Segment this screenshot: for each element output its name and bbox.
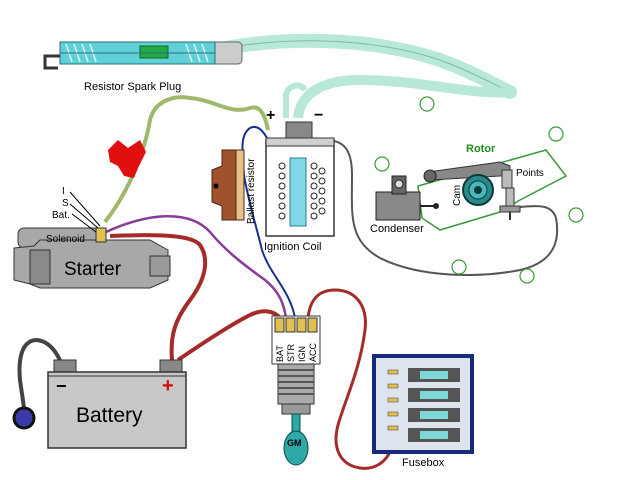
solenoid-label: Solenoid — [46, 234, 85, 245]
starter-label: Starter — [64, 259, 122, 280]
battery-label: Battery — [76, 404, 143, 427]
terminal-i-label: I — [62, 186, 65, 197]
battery-neg-label: − — [56, 376, 67, 396]
battery-to-switch-cable — [176, 309, 282, 362]
fusebox-label: Fusebox — [402, 457, 445, 469]
condenser: Condenser — [370, 175, 439, 235]
starter-motor: Starter Solenoid I S Bat. — [13, 186, 171, 289]
ground-terminal-icon — [12, 406, 36, 430]
coil-to-points-wire — [317, 138, 559, 276]
cam-label: Cam — [452, 185, 463, 206]
switch-to-fusebox-cable — [306, 288, 392, 470]
ballast-resistor-label: Ballast resistor — [246, 158, 257, 224]
condenser-label: Condenser — [370, 223, 424, 235]
terminal-bat-label: Bat. — [52, 210, 70, 221]
coil-plus-label: + — [266, 107, 275, 124]
switch-acc-label: ACC — [308, 342, 318, 362]
distributor-points: Rotor Points Cam — [417, 143, 568, 231]
battery-ground-cable — [17, 337, 67, 411]
battery-to-solenoid-cable — [109, 233, 208, 361]
ignition-switch: BAT STR IGN ACC GM — [271, 315, 321, 466]
coil-minus-label: − — [314, 107, 323, 124]
ignition-coil-label: Ignition Coil — [264, 241, 321, 253]
ballast-resistor: Ballast resistor — [211, 149, 257, 224]
battery-pos-label: + — [162, 375, 174, 397]
switch-str-label: STR — [286, 343, 296, 362]
resistor-spark-plug: Resistor Spark Plug — [43, 33, 517, 99]
spark-arrow-icon — [108, 140, 146, 178]
coil-tower-tube — [293, 74, 511, 119]
terminal-s-label: S — [62, 198, 69, 209]
battery: − + Battery — [12, 359, 187, 449]
distributor-cap-terminals — [374, 96, 584, 284]
fuse-row — [408, 368, 460, 442]
ignition-key-icon[interactable] — [283, 430, 309, 466]
key-logo-label: GM — [287, 438, 302, 448]
start-wire — [105, 215, 288, 319]
switch-bat-label: BAT — [275, 345, 285, 362]
rotor-label: Rotor — [466, 143, 496, 155]
spark-plug-label: Resistor Spark Plug — [84, 81, 181, 93]
fusebox: Fusebox — [372, 354, 474, 469]
switch-ign-label: IGN — [297, 346, 307, 362]
ignition-coil: + − Ignition Coil — [264, 74, 511, 253]
points-label: Points — [516, 168, 544, 179]
